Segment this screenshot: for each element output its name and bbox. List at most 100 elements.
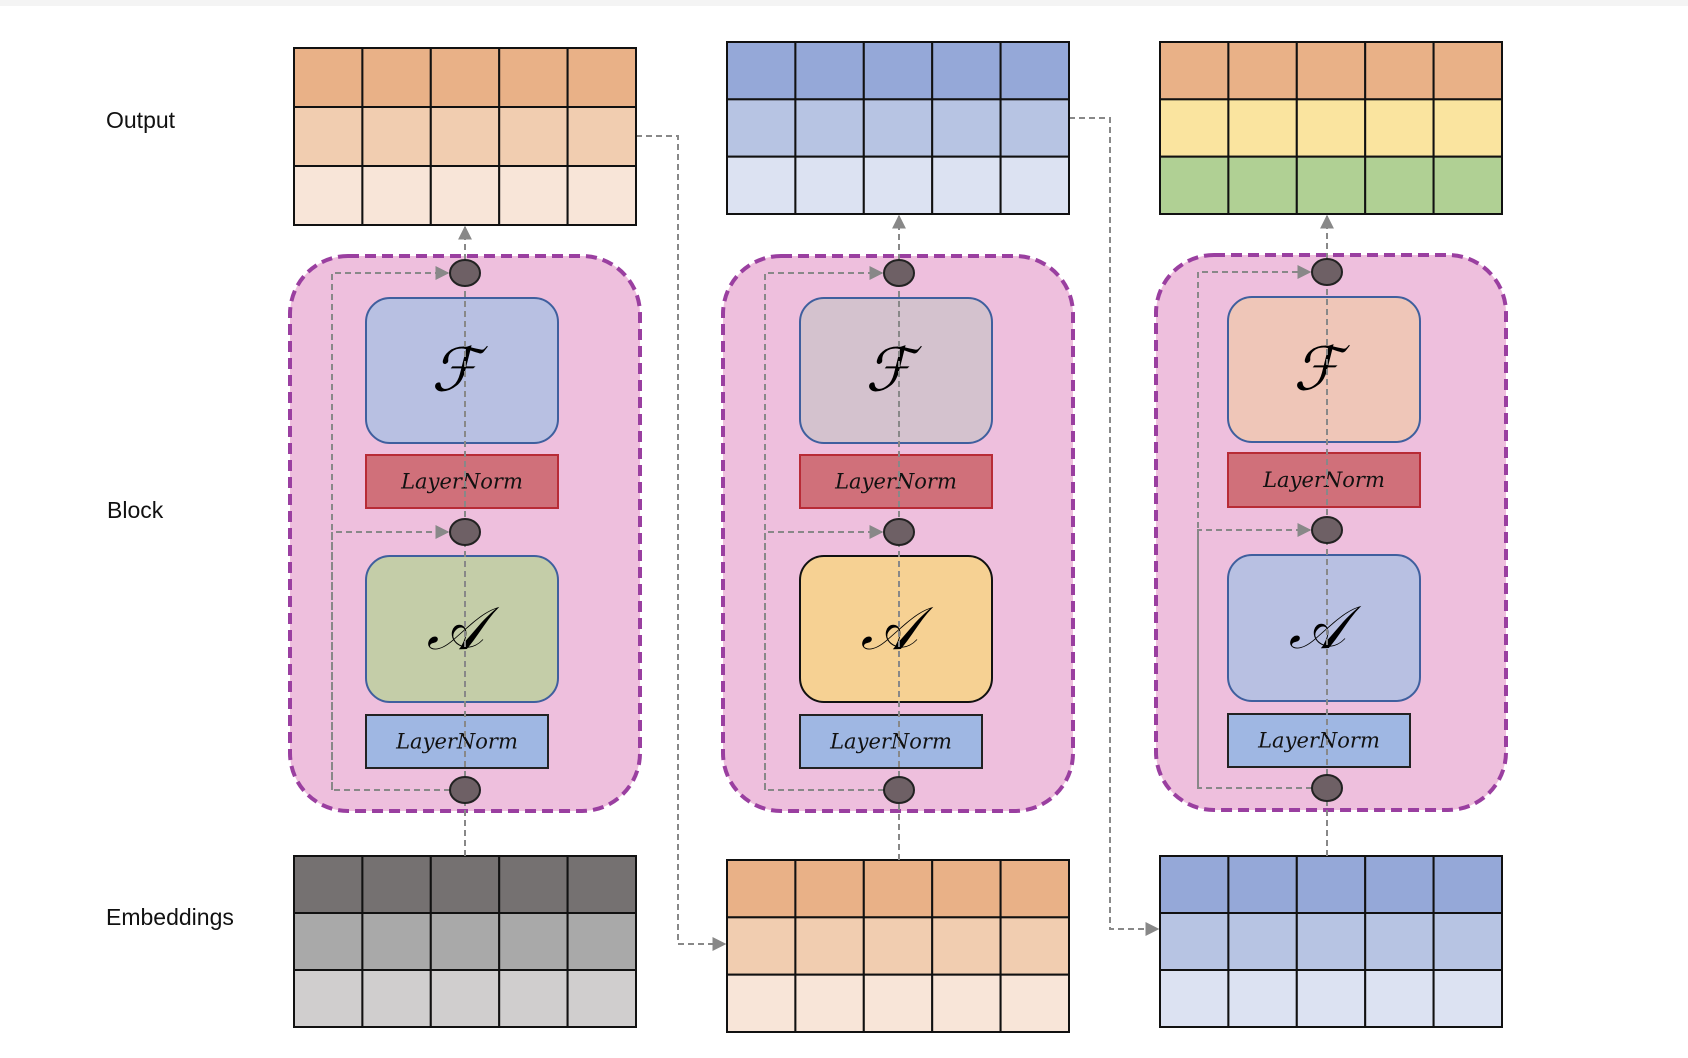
output-row-label: Output [106,107,176,133]
grid-cell [1364,41,1435,101]
grid-cell [429,47,501,108]
layernorm-label: LayerNorm [834,470,957,494]
layernorm-label: LayerNorm [829,730,952,754]
output-to-next-input-connector [636,135,727,951]
embeddings-row-label: Embeddings [106,904,234,930]
grid-cell [1432,912,1503,971]
attention-module [1227,554,1421,702]
output-embedding-grid [726,41,1070,216]
grid-cell [1364,155,1435,216]
grid-cell [1295,912,1367,971]
grid-cell [1159,969,1230,1028]
grid-cell [794,98,865,158]
top-border-line [0,0,1688,6]
grid-cell [498,969,569,1028]
grid-cell [726,973,797,1034]
grid-cell [566,47,637,108]
grid-cell [498,47,569,108]
grid-cell [566,912,637,971]
layernorm-label: LayerNorm [1262,468,1385,492]
block-row-label: Block [107,497,164,523]
feedforward-module [1227,296,1421,443]
grid-cell [1295,41,1367,101]
grid-cell [862,155,934,216]
grid-cell [726,98,797,158]
grid-cell [498,855,569,914]
output-embedding-grid [1159,41,1503,216]
grid-cell [498,106,569,167]
grid-cell [794,916,865,976]
residual-add-node [1311,774,1343,802]
grid-cell [361,969,432,1028]
grid-cell [1159,155,1230,216]
grid-cell [361,106,432,167]
grid-cell [999,98,1070,158]
residual-skip-ffn [1197,265,1312,788]
grid-cell [293,47,364,108]
grid-cell [1227,98,1298,158]
grid-cell [361,165,432,226]
grid-cell [1432,969,1503,1028]
grid-cell [862,973,934,1034]
grid-cell [794,155,865,216]
grid-cell [726,155,797,216]
grid-cell [1364,969,1435,1028]
grid-cell [999,916,1070,976]
grid-cell [1159,912,1230,971]
layernorm-post-attention [365,454,559,509]
residual-add-node [883,259,915,287]
residual-add-node [449,259,481,287]
input-embedding-grid [1159,855,1503,1028]
grid-cell [1432,855,1503,914]
grid-cell [429,106,501,167]
grid-cell [1227,855,1298,914]
output-embedding-grid [293,47,637,226]
grid-cell [1432,41,1503,101]
residual-add-node [883,518,915,546]
grid-cell [293,855,364,914]
grid-cell [1364,912,1435,971]
attention-module [365,555,559,703]
layernorm-post-attention [1227,452,1421,508]
layernorm-label: LayerNorm [1257,729,1380,753]
grid-cell [1295,155,1367,216]
grid-cell [1295,969,1367,1028]
layernorm-post-attention [799,454,993,509]
grid-cell [498,165,569,226]
grid-cell [1364,98,1435,158]
grid-cell [1432,155,1503,216]
grid-cell [498,912,569,971]
grid-cell [726,41,797,101]
grid-cell [293,912,364,971]
grid-cell [999,859,1070,919]
grid-cell [794,859,865,919]
grid-cell [1227,912,1298,971]
grid-cell [1227,41,1298,101]
grid-cell [931,41,1002,101]
grid-cell [1159,855,1230,914]
grid-cell [931,973,1002,1034]
grid-cell [566,969,637,1028]
layernorm-pre-attention [365,714,549,769]
grid-cell [862,859,934,919]
grid-cell [999,41,1070,101]
grid-cell [862,98,934,158]
grid-cell [1432,98,1503,158]
residual-skip-ffn [331,266,450,790]
input-embedding-grid [726,859,1070,1034]
input-embedding-grid [293,855,637,1028]
cross-block-connectors [636,117,1160,951]
grid-cell [862,41,934,101]
grid-cell [429,855,501,914]
grid-cell [361,912,432,971]
grid-cell [1227,155,1298,216]
residual-add-node [449,776,481,804]
grid-cell [293,165,364,226]
grid-cell [293,969,364,1028]
grid-cell [429,912,501,971]
feedforward-module [799,297,993,444]
